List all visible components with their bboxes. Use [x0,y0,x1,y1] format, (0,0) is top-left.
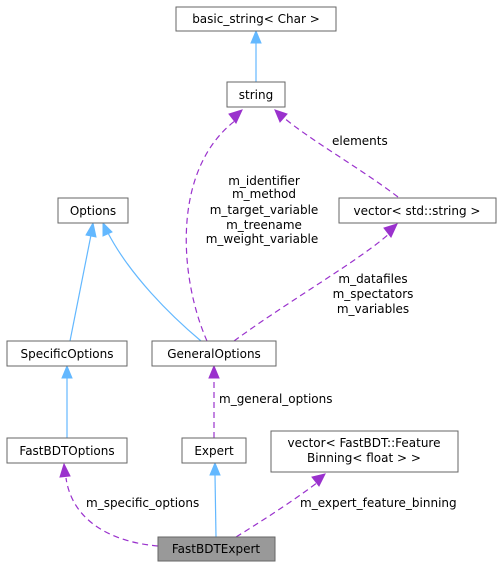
node-feature-binning[interactable]: vector< FastBDT::Feature Binning< float … [270,430,459,473]
edge-label-method: m_method [232,187,296,201]
edge-vector-to-string [274,109,399,198]
node-label-line2: Binning< float > > [307,451,421,465]
edge-label-elements: elements [332,134,388,148]
node-label: FastBDTOptions [19,444,114,458]
edge-specificoptions-to-options [69,221,97,342]
edge-label-feature-binning: m_expert_feature_binning [300,496,457,510]
edge-fastbdtexpert-to-featurebinning [235,473,326,538]
edge-expert-to-generaloptions [208,364,220,438]
node-label: SpecificOptions [20,347,113,361]
edge-label-general-options: m_general_options [219,392,333,406]
edge-fastbdtexpert-to-fastbdtoptions [59,462,159,547]
node-label: Expert [194,444,234,458]
edge-fastbdtexpert-to-expert [209,461,221,538]
edge-generaloptions-to-options [102,221,202,342]
edge-fastbdtoptions-to-specificoptions [61,364,73,438]
edge-label-vector-members: m_datafiles m_spectators m_variables [333,272,414,316]
edge-label-treename: m_treename [226,218,302,232]
node-specific-options[interactable]: SpecificOptions [6,340,128,367]
edge-generaloptions-to-vector [233,223,398,342]
edge-label-spectators: m_spectators [333,287,414,301]
node-fastbdt-options[interactable]: FastBDTOptions [6,437,128,464]
edge-label-specific-options: m_specific_options [86,496,199,510]
edge-label-datafiles: m_datafiles [338,272,407,286]
edge-label-string-members: m_identifier m_method m_target_variable … [206,174,319,246]
edge-label-target-variable: m_target_variable [210,203,319,217]
node-expert[interactable]: Expert [181,437,247,464]
node-label: string [239,88,273,102]
edge-label-identifier: m_identifier [228,174,300,188]
node-label: Options [70,204,116,218]
node-general-options[interactable]: GeneralOptions [151,340,277,367]
node-vector-std-string[interactable]: vector< std::string > [338,197,497,224]
node-label: vector< std::string > [354,204,481,218]
node-basic-string[interactable]: basic_string< Char > [175,6,337,32]
node-options[interactable]: Options [57,197,129,224]
node-label: GeneralOptions [167,347,261,361]
node-label: basic_string< Char > [192,12,320,26]
edge-string-to-basic-string [250,29,262,82]
node-label-line1: vector< FastBDT::Feature [288,436,441,450]
node-fastbdt-expert[interactable]: FastBDTExpert [157,536,276,562]
edge-label-weight-variable: m_weight_variable [206,232,319,246]
node-string[interactable]: string [226,81,286,108]
edge-generaloptions-to-string [185,109,243,342]
node-label: FastBDTExpert [172,542,261,556]
edge-label-variables: m_variables [337,302,409,316]
